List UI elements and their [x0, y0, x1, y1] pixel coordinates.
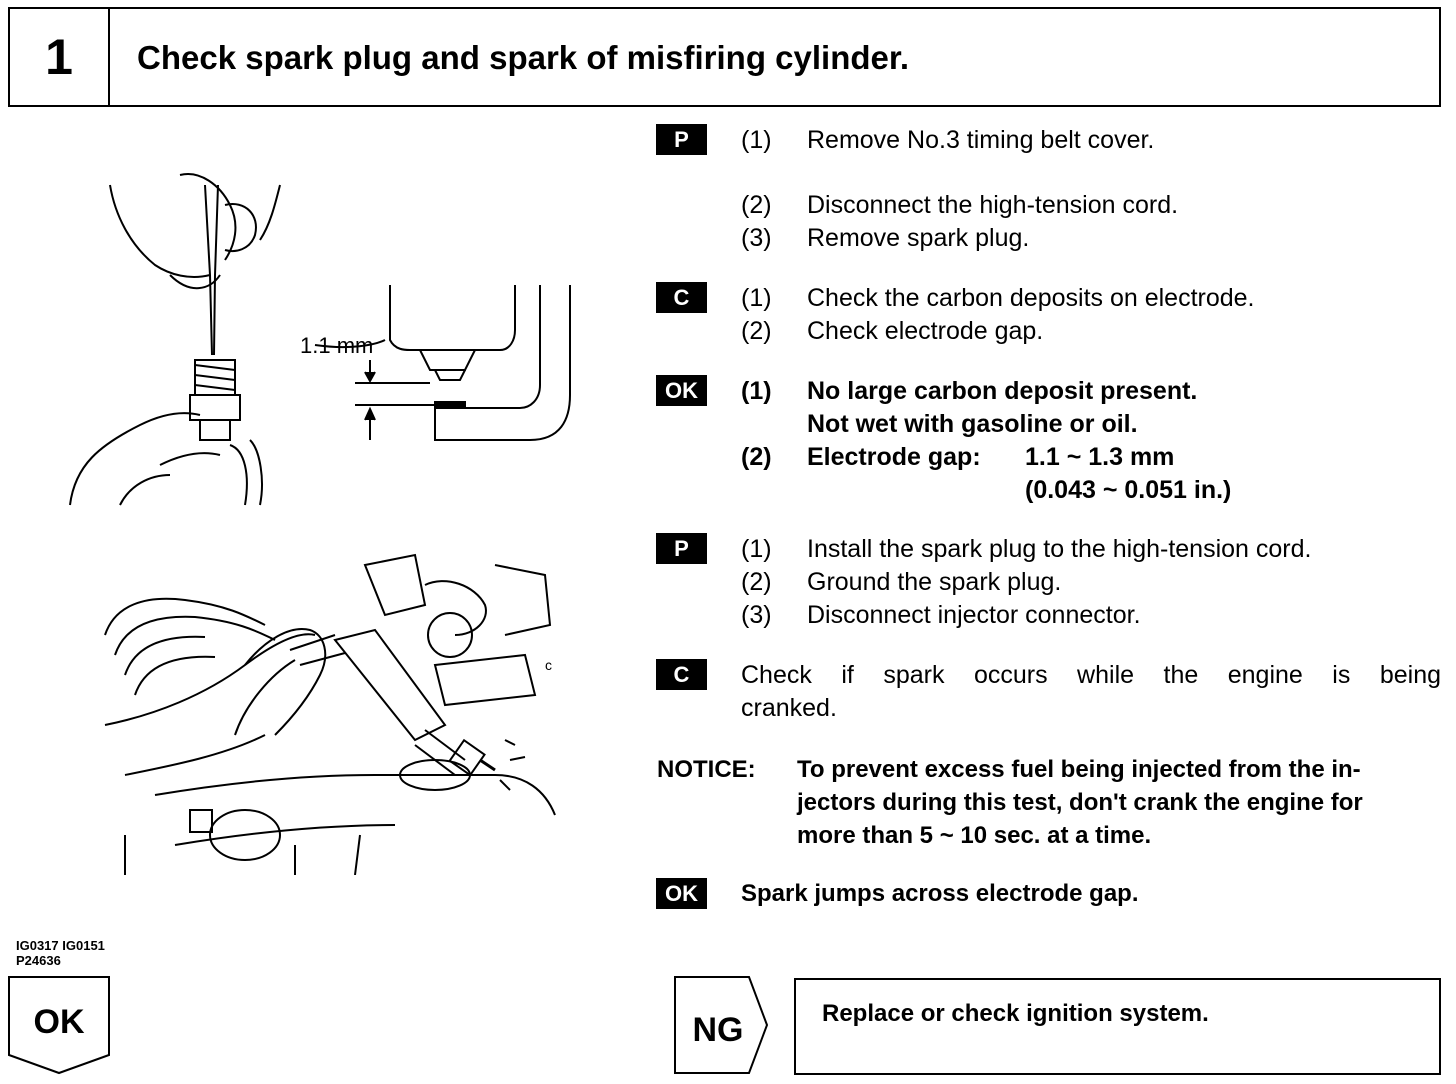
step-num: (1) — [741, 535, 772, 563]
instruction-text: Remove No.3 timing belt cover. — [807, 126, 1155, 154]
instruction-text: Ground the spark plug. — [807, 568, 1062, 596]
step-num: (2) — [741, 443, 772, 471]
instruction-text: Check electrode gap. — [807, 317, 1044, 345]
notice-label: NOTICE: — [657, 756, 756, 783]
instruction-text: Disconnect the high-tension cord. — [807, 191, 1179, 219]
instruction-text: Remove spark plug. — [807, 224, 1030, 252]
spec-label: Electrode gap: — [807, 443, 981, 471]
instruction-text: Disconnect injector connector. — [807, 601, 1141, 629]
notice-text: jectors during this test, don't crank th… — [797, 789, 1363, 816]
ng-action-text: Replace or check ignition system. — [822, 1000, 1209, 1027]
step-num: (1) — [741, 284, 772, 312]
step-num: (2) — [741, 191, 772, 219]
figure-reference-codes: IG0317 IG0151 P24636 — [16, 938, 105, 968]
step-number: 1 — [10, 9, 110, 105]
spark-plug-gap-illustration: 1.1 mm — [69, 173, 571, 506]
step-num: (3) — [741, 224, 772, 252]
instruction-text: Check the carbon deposits on electrode. — [807, 284, 1255, 312]
spec-text: No large carbon deposit present. — [807, 377, 1198, 405]
ref-code: P24636 — [16, 953, 61, 968]
step-num: (2) — [741, 317, 772, 345]
result-text: Spark jumps across electrode gap. — [741, 880, 1139, 907]
instruction-text: Check if spark occurs while the engine i… — [741, 661, 1441, 689]
instruction-text: cranked. — [741, 694, 837, 722]
ng-flow-arrow — [674, 976, 769, 1074]
step-header: 1 Check spark plug and spark of misfirin… — [8, 7, 1441, 107]
ref-code: IG0317 IG0151 — [16, 938, 105, 953]
notice-text: more than 5 ~ 10 sec. at a time. — [797, 822, 1152, 849]
ok-flow-label: OK — [33, 1003, 85, 1041]
badge-c: C — [656, 282, 707, 313]
step-title: Check spark plug and spark of misfiring … — [137, 39, 910, 76]
ok-flow-arrow — [8, 976, 110, 1075]
ng-action-box: Replace or check ignition system. — [794, 978, 1441, 1075]
badge-ok: OK — [656, 375, 707, 406]
corner-label: c — [545, 657, 552, 673]
badge-ok: OK — [656, 878, 707, 909]
spec-value-imperial: (0.043 ~ 0.051 in.) — [1025, 476, 1232, 504]
engine-spark-test-illustration: c — [104, 553, 556, 875]
spec-text: Not wet with gasoline or oil. — [807, 410, 1138, 438]
instruction-text: Install the spark plug to the high-tensi… — [807, 535, 1312, 563]
step-num: (3) — [741, 601, 772, 629]
badge-p: P — [656, 533, 707, 564]
step-num: (2) — [741, 568, 772, 596]
badge-p: P — [656, 124, 707, 155]
step-num: (1) — [741, 377, 772, 405]
ng-flow-label: NG — [692, 1011, 744, 1049]
notice-text: To prevent excess fuel being injected fr… — [797, 756, 1361, 783]
spec-value: 1.1 ~ 1.3 mm — [1025, 443, 1175, 471]
badge-c: C — [656, 659, 707, 690]
gap-dimension-label: 1.1 mm — [300, 333, 373, 358]
step-num: (1) — [741, 126, 772, 154]
